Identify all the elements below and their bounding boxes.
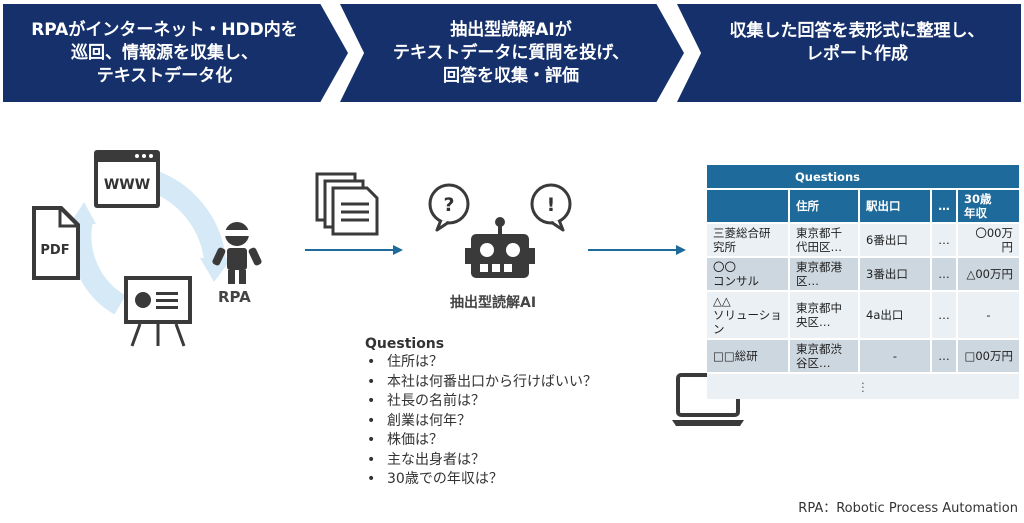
table-cell-company: □□総研 — [707, 338, 790, 373]
question-item: 社長の名前は？ — [365, 392, 597, 412]
step-3-banner: 収集した回答を表形式に整理し、 レポート作成 — [677, 4, 1021, 102]
result-table: Questions 住所 駅出口 … 30歳 年収 三菱総合研 究所 東京都千 … — [707, 165, 1019, 399]
step-1-line-3: テキストデータ化 — [96, 65, 233, 86]
table-cell-salary: □00万円 — [957, 338, 1019, 373]
step-3-line-2: レポート作成 — [806, 44, 908, 64]
step-2-line-1: 抽出型読解AIが — [450, 19, 572, 40]
table-header-salary: 30歳 年収 — [957, 188, 1019, 223]
table-row: 〇〇 コンサル 東京都港 区… 3番出口 … △00万円 — [707, 256, 1019, 291]
question-item: 株価は？ — [365, 431, 597, 451]
browser-icon: WWW — [94, 150, 160, 208]
table-group-header: Questions — [789, 165, 1019, 189]
table-cell-exit: 3番出口 — [859, 256, 932, 291]
table-header-ellipsis: … — [931, 188, 958, 223]
rpa-robot-icon — [212, 222, 262, 284]
reader-ai-label: 抽出型読解AI — [450, 295, 537, 311]
table-cell-address: 東京都千 代田区… — [789, 222, 860, 257]
question-item: 住所は？ — [365, 353, 597, 373]
table-row: □□総研 東京都渋 谷区… - … □00万円 — [707, 338, 1019, 373]
presentation-board-icon — [124, 276, 192, 347]
pdf-text: PDF — [40, 243, 69, 258]
www-text: WWW — [104, 177, 150, 193]
arrow-to-table — [588, 245, 686, 255]
question-bubble-icon: ? — [428, 183, 470, 232]
table-row: △△ ソリューション 東京都中 央区… 4a出口 … - — [707, 290, 1019, 339]
step-2-line-2: テキストデータに質問を投げ、 — [392, 42, 630, 63]
table-header-blank — [707, 188, 790, 223]
documents-icon — [315, 172, 379, 236]
table-cell-ellipsis: … — [931, 290, 958, 339]
cycle-arrowhead-left — [70, 202, 96, 224]
table-corner-cell — [707, 165, 789, 189]
question-item: 創業は何年？ — [365, 412, 597, 432]
reader-ai-illustration: ? ! — [428, 183, 572, 278]
table-cell-ellipsis: … — [931, 222, 958, 257]
table-group-header-row: Questions — [707, 165, 1019, 189]
arrow-to-reader — [305, 245, 403, 255]
table-cell-salary: △00万円 — [957, 256, 1019, 291]
table-cell-salary: 〇00万円 — [957, 222, 1019, 257]
step-1-line-2: 巡回、情報源を収集し、 — [71, 42, 258, 63]
table-header-exit: 駅出口 — [859, 188, 932, 223]
table-cell-salary: - — [957, 290, 1019, 339]
table-cell-exit: - — [859, 338, 932, 373]
table-cell-company: 〇〇 コンサル — [707, 256, 790, 291]
step-1-banner: RPAがインターネット・HDD内を 巡回、情報源を収集し、 テキストデータ化 — [3, 4, 348, 102]
step-2-banner: 抽出型読解AIが テキストデータに質問を投げ、 回答を収集・評価 — [340, 4, 684, 102]
footnote: RPA：Robotic Process Automation — [798, 501, 1018, 516]
table-cell-exit: 4a出口 — [859, 290, 932, 339]
rpa-cycle-illustration: WWW PDF — [32, 150, 262, 347]
table-cell-ellipsis: … — [931, 256, 958, 291]
table-header-address: 住所 — [789, 188, 860, 223]
table-more-indicator: ⋮ — [707, 372, 1019, 399]
table-cell-company: 三菱総合研 究所 — [707, 222, 790, 257]
table-cell-address: 東京都渋 谷区… — [789, 338, 860, 373]
table-cell-company: △△ ソリューション — [707, 290, 790, 339]
pdf-icon: PDF — [32, 206, 80, 280]
questions-title: Questions — [365, 336, 445, 352]
questions-list: 住所は？ 本社は何番出口から行けばいい？ 社長の名前は？ 創業は何年？ 株価は？… — [365, 353, 597, 490]
table-row: 三菱総合研 究所 東京都千 代田区… 6番出口 … 〇00万円 — [707, 222, 1019, 257]
table-header-row: 住所 駅出口 … 30歳 年収 — [707, 188, 1019, 223]
table-cell-address: 東京都港 区… — [789, 256, 860, 291]
ai-robot-head-icon — [465, 217, 535, 278]
cycle-arc-top — [146, 169, 226, 262]
question-mark: ? — [443, 194, 454, 216]
table-cell-address: 東京都中 央区… — [789, 290, 860, 339]
exclamation-bubble-icon: ! — [530, 183, 572, 232]
question-item: 本社は何番出口から行けばいい？ — [365, 373, 597, 393]
table-more-row: ⋮ — [707, 372, 1019, 399]
step-2-line-3: 回答を収集・評価 — [443, 65, 579, 86]
questions-block: Questions 住所は？ 本社は何番出口から行けばいい？ 社長の名前は？ 創… — [365, 335, 597, 490]
table-cell-ellipsis: … — [931, 338, 958, 373]
exclamation-mark: ! — [547, 194, 556, 216]
step-3-line-1: 収集した回答を表形式に整理し、 — [729, 21, 985, 41]
step-1-line-1: RPAがインターネット・HDD内を — [31, 19, 298, 40]
cycle-arc-left — [69, 217, 126, 315]
question-item: 30歳での年収は？ — [365, 470, 597, 490]
rpa-label: RPA — [218, 288, 251, 306]
question-item: 主な出身者は？ — [365, 451, 597, 471]
table-cell-exit: 6番出口 — [859, 222, 932, 257]
cycle-arrowhead-right — [200, 258, 232, 282]
